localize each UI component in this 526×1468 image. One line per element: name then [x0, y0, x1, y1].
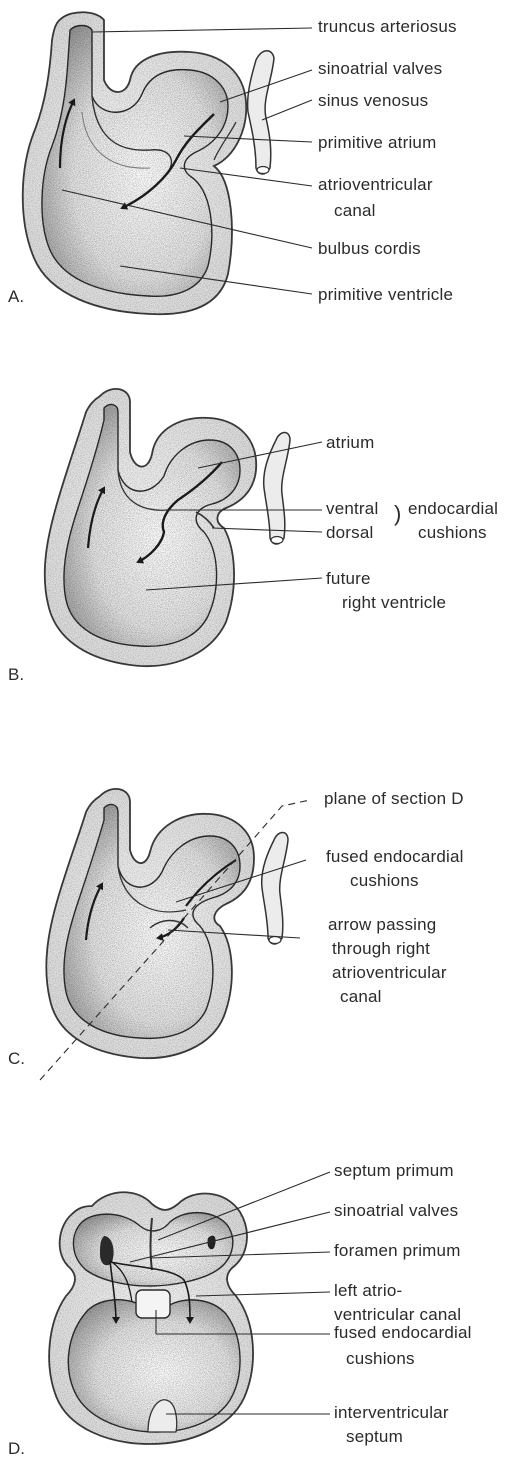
- label-truncus-arteriosus: truncus arteriosus: [318, 18, 457, 35]
- label-ventral: ventral: [326, 500, 378, 517]
- label-left-atrio: left atrio-: [334, 1282, 402, 1299]
- label-right-ventricle: right ventricle: [342, 594, 446, 611]
- label-plane-of-section-d: plane of section D: [324, 790, 464, 807]
- label-septum-d: septum: [346, 1428, 403, 1445]
- label-endocardial: endocardial: [408, 500, 498, 517]
- panel-d-letter: D.: [8, 1440, 25, 1457]
- label-bulbus-cordis: bulbus cordis: [318, 240, 421, 257]
- panel-a-drawing: [23, 12, 274, 314]
- label-canal-c: canal: [340, 988, 382, 1005]
- label-arrow-passing: arrow passing: [328, 916, 436, 933]
- panel-d-fused-cushions: [136, 1290, 170, 1318]
- panel-b-drawing: [45, 389, 290, 666]
- label-future: future: [326, 570, 371, 587]
- label-through-right: through right: [332, 940, 430, 957]
- label-atrioventricular-line2: canal: [334, 202, 376, 219]
- label-sinoatrial-valves-a: sinoatrial valves: [318, 60, 442, 77]
- panel-d-drawing: [49, 1192, 253, 1444]
- label-atrioventricular-c: atrioventricular: [332, 964, 447, 981]
- panel-c-drawing: [40, 789, 310, 1080]
- label-atrioventricular-line1: atrioventricular: [318, 176, 433, 193]
- label-dorsal: dorsal: [326, 524, 374, 541]
- label-cushions-c: cushions: [350, 872, 419, 889]
- label-cushions-b: cushions: [418, 524, 487, 541]
- label-septum-primum: septum primum: [334, 1162, 454, 1179]
- label-interventricular: interventricular: [334, 1404, 449, 1421]
- label-atrium-b: atrium: [326, 434, 374, 451]
- panel-c-sinus-venosus: [262, 833, 288, 945]
- label-fused-endocardial-c: fused endocardial: [326, 848, 464, 865]
- label-primitive-atrium: primitive atrium: [318, 134, 436, 151]
- label-ventricular-canal: ventricular canal: [334, 1306, 461, 1323]
- endocardial-brace: ): [394, 503, 401, 525]
- panel-c-letter: C.: [8, 1050, 25, 1067]
- label-sinoatrial-valves-d: sinoatrial valves: [334, 1202, 458, 1219]
- panel-a-sinus-venosus: [248, 51, 274, 174]
- label-sinus-venosus: sinus venosus: [318, 92, 428, 109]
- label-fused-endocardial-d: fused endocardial: [334, 1324, 472, 1341]
- panel-b-letter: B.: [8, 666, 24, 683]
- label-cushions-d: cushions: [346, 1350, 415, 1367]
- panel-a-letter: A.: [8, 288, 24, 305]
- label-primitive-ventricle: primitive ventricle: [318, 286, 453, 303]
- label-foramen-primum: foramen primum: [334, 1242, 461, 1259]
